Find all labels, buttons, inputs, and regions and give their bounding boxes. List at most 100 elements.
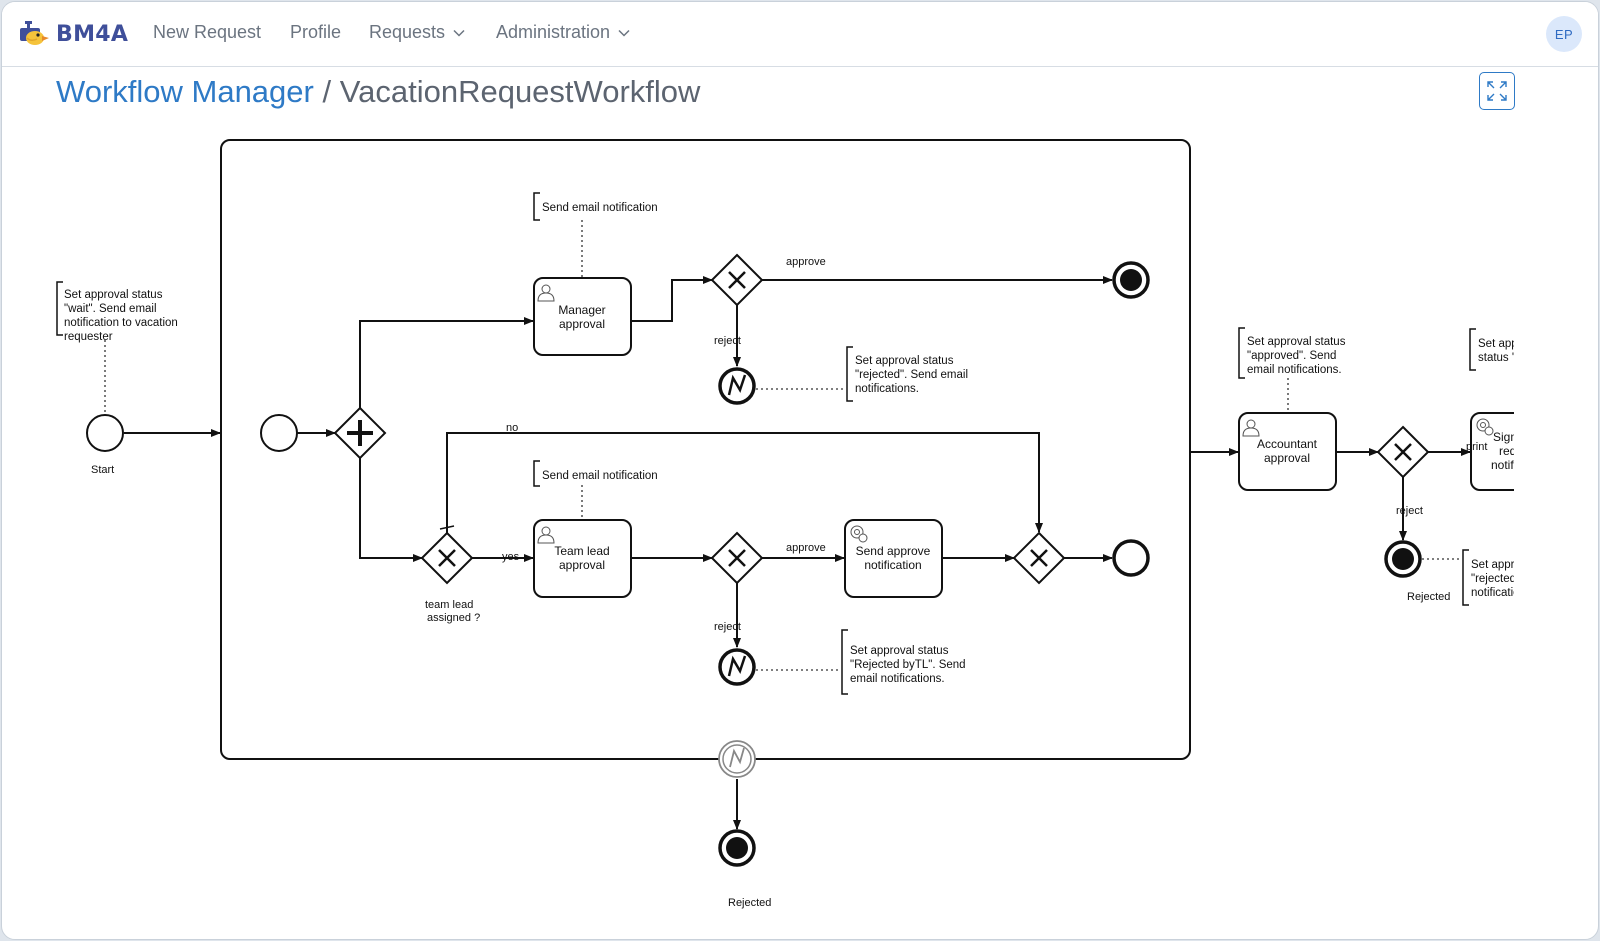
right-annotation-bottom-line-2: "rejected"	[1471, 573, 1514, 585]
task-sign-label-3: notifi	[1491, 458, 1514, 472]
bpmn-diagram[interactable]: Manager approval Team lead approval	[2, 2, 1514, 940]
task-manager-approval[interactable]: Manager approval	[533, 277, 632, 356]
task-teamlead-label-1: Team lead	[554, 544, 609, 558]
annotation-bracket-right-top	[1469, 328, 1476, 371]
gear-icon	[850, 525, 868, 543]
start-annotation-line-1: Set approval status	[64, 289, 163, 301]
nav-requests-label: Requests	[369, 22, 446, 42]
gear-icon	[1476, 418, 1494, 436]
flow-parallel-to-teamlead-gateway	[359, 458, 423, 562]
right-annotation-top-line-1: Set app	[1478, 338, 1514, 350]
right-annotation-top-line-2: status '	[1478, 352, 1514, 364]
page-title: Workflow Manager / VacationRequestWorkfl…	[56, 74, 700, 110]
accountant-rejected-label: Rejected	[1407, 591, 1450, 603]
right-annotation-bottom-line-1: Set appro	[1471, 559, 1514, 571]
user-icon	[537, 526, 555, 544]
accountant-annotation-line-1: Set approval status	[1247, 336, 1346, 348]
task-sign-label-1: Sign	[1493, 430, 1514, 444]
flow-parallel-to-manager	[359, 317, 534, 408]
nav-administration-label: Administration	[496, 22, 611, 42]
brand-logo[interactable]: BM4A	[18, 16, 128, 52]
task-send-approve-label-2: notification	[864, 558, 921, 572]
task-team-lead-approval[interactable]: Team lead approval	[533, 519, 632, 598]
task-send-approve-label-1: Send approve	[856, 544, 931, 558]
task-accountant-label-2: approval	[1264, 451, 1310, 465]
reject-label-1: reject	[714, 335, 741, 347]
user-icon	[1242, 419, 1260, 437]
accountant-annotation-line-2: "approved". Send	[1247, 350, 1336, 362]
top-navbar: BM4A New Request Profile Requests Admini…	[2, 2, 1598, 67]
task-sign-request-notification[interactable]: Sign req notifi	[1470, 412, 1514, 491]
brand-name: BM4A	[56, 21, 129, 47]
bird-logo-icon	[20, 21, 49, 45]
start-annotation-line-2: "wait". Send email	[64, 303, 157, 315]
default-flow-marker	[439, 525, 455, 530]
expand-icon	[1487, 81, 1507, 101]
end-event-rejected-accountant[interactable]	[1384, 540, 1422, 578]
subprocess-rejected-label: Rejected	[728, 897, 771, 909]
end-event-inner[interactable]	[1112, 539, 1150, 577]
nav-new-request[interactable]: New Request	[153, 22, 261, 43]
tl-reject-annotation-line-2: "Rejected byTL". Send	[850, 659, 966, 671]
end-event-approved[interactable]	[1112, 261, 1150, 299]
reject-label-2: reject	[714, 621, 741, 633]
exclusive-gateway-accountant[interactable]	[1376, 425, 1430, 479]
task-manager-label-1: Manager	[558, 303, 605, 317]
approve-label-1: approve	[786, 256, 826, 268]
no-label: no	[506, 422, 518, 434]
teamlead-gateway-label-2: assigned ?	[427, 612, 480, 624]
subprocess-box[interactable]	[220, 139, 1191, 760]
error-end-event-manager[interactable]	[718, 367, 756, 405]
tl-reject-annotation-line-3: email notifications.	[850, 673, 945, 685]
nav-profile-label: Profile	[290, 22, 342, 42]
exclusive-gateway-teamlead-approval[interactable]	[710, 531, 764, 585]
breadcrumb-workflow-name: VacationRequestWorkflow	[339, 74, 701, 109]
annotation-bracket-right-bottom	[1462, 549, 1469, 606]
manager-email-annotation: Send email notification	[542, 202, 658, 214]
chevron-down-icon	[618, 29, 630, 37]
approve-label-2: approve	[786, 542, 826, 554]
bpmn-canvas[interactable]: Manager approval Team lead approval	[2, 2, 1514, 940]
exclusive-gateway-teamlead-assigned[interactable]	[420, 531, 474, 585]
nav-profile[interactable]: Profile	[290, 22, 341, 43]
task-sign-label-2: req	[1499, 444, 1514, 458]
yes-label: yes	[502, 551, 520, 563]
fullscreen-button[interactable]	[1479, 72, 1515, 110]
exclusive-gateway-merge[interactable]	[1012, 531, 1066, 585]
task-accountant-label-1: Accountant	[1257, 437, 1318, 451]
chevron-down-icon	[453, 29, 465, 37]
inner-start-event[interactable]	[260, 414, 298, 452]
task-send-approve-notification[interactable]: Send approve notification	[844, 519, 943, 598]
breadcrumb-separator: /	[322, 74, 332, 109]
teamlead-email-annotation: Send email notification	[542, 470, 658, 482]
manager-reject-annotation-line-1: Set approval status	[855, 355, 954, 367]
annotation-bracket-start	[56, 281, 63, 336]
user-avatar[interactable]: EP	[1546, 16, 1582, 52]
task-accountant-approval[interactable]: Accountant approval	[1238, 412, 1337, 491]
user-icon	[537, 284, 555, 302]
tl-reject-annotation-line-1: Set approval status	[850, 645, 949, 657]
annotation-bracket-manager-reject	[846, 346, 853, 402]
flow-manager-to-gateway	[631, 276, 713, 322]
teamlead-gateway-label-1: team lead	[425, 599, 473, 611]
print-label: print	[1466, 441, 1487, 453]
flow-no-loop	[446, 432, 1043, 534]
annotation-bracket-tl-reject	[841, 629, 848, 695]
annotation-bracket-manager-email	[533, 192, 540, 221]
nav-new-request-label: New Request	[153, 22, 262, 42]
task-teamlead-label-2: approval	[559, 558, 605, 572]
breadcrumb-workflow-manager[interactable]: Workflow Manager	[56, 74, 314, 109]
start-event[interactable]	[86, 414, 124, 452]
manager-reject-annotation-line-3: notifications.	[855, 383, 919, 395]
nav-administration-dropdown[interactable]: Administration	[496, 22, 630, 43]
end-event-rejected[interactable]	[718, 829, 756, 867]
right-annotation-bottom-line-3: notificatio	[1471, 587, 1514, 599]
boundary-error-event[interactable]	[718, 740, 756, 778]
nav-requests-dropdown[interactable]: Requests	[369, 22, 465, 43]
exclusive-gateway-manager[interactable]	[710, 253, 764, 307]
error-end-event-teamlead[interactable]	[718, 648, 756, 686]
reject-label-3: reject	[1396, 505, 1423, 517]
annotation-bracket-teamlead-email	[533, 460, 540, 487]
parallel-gateway[interactable]	[333, 406, 387, 460]
task-manager-label-2: approval	[559, 317, 605, 331]
